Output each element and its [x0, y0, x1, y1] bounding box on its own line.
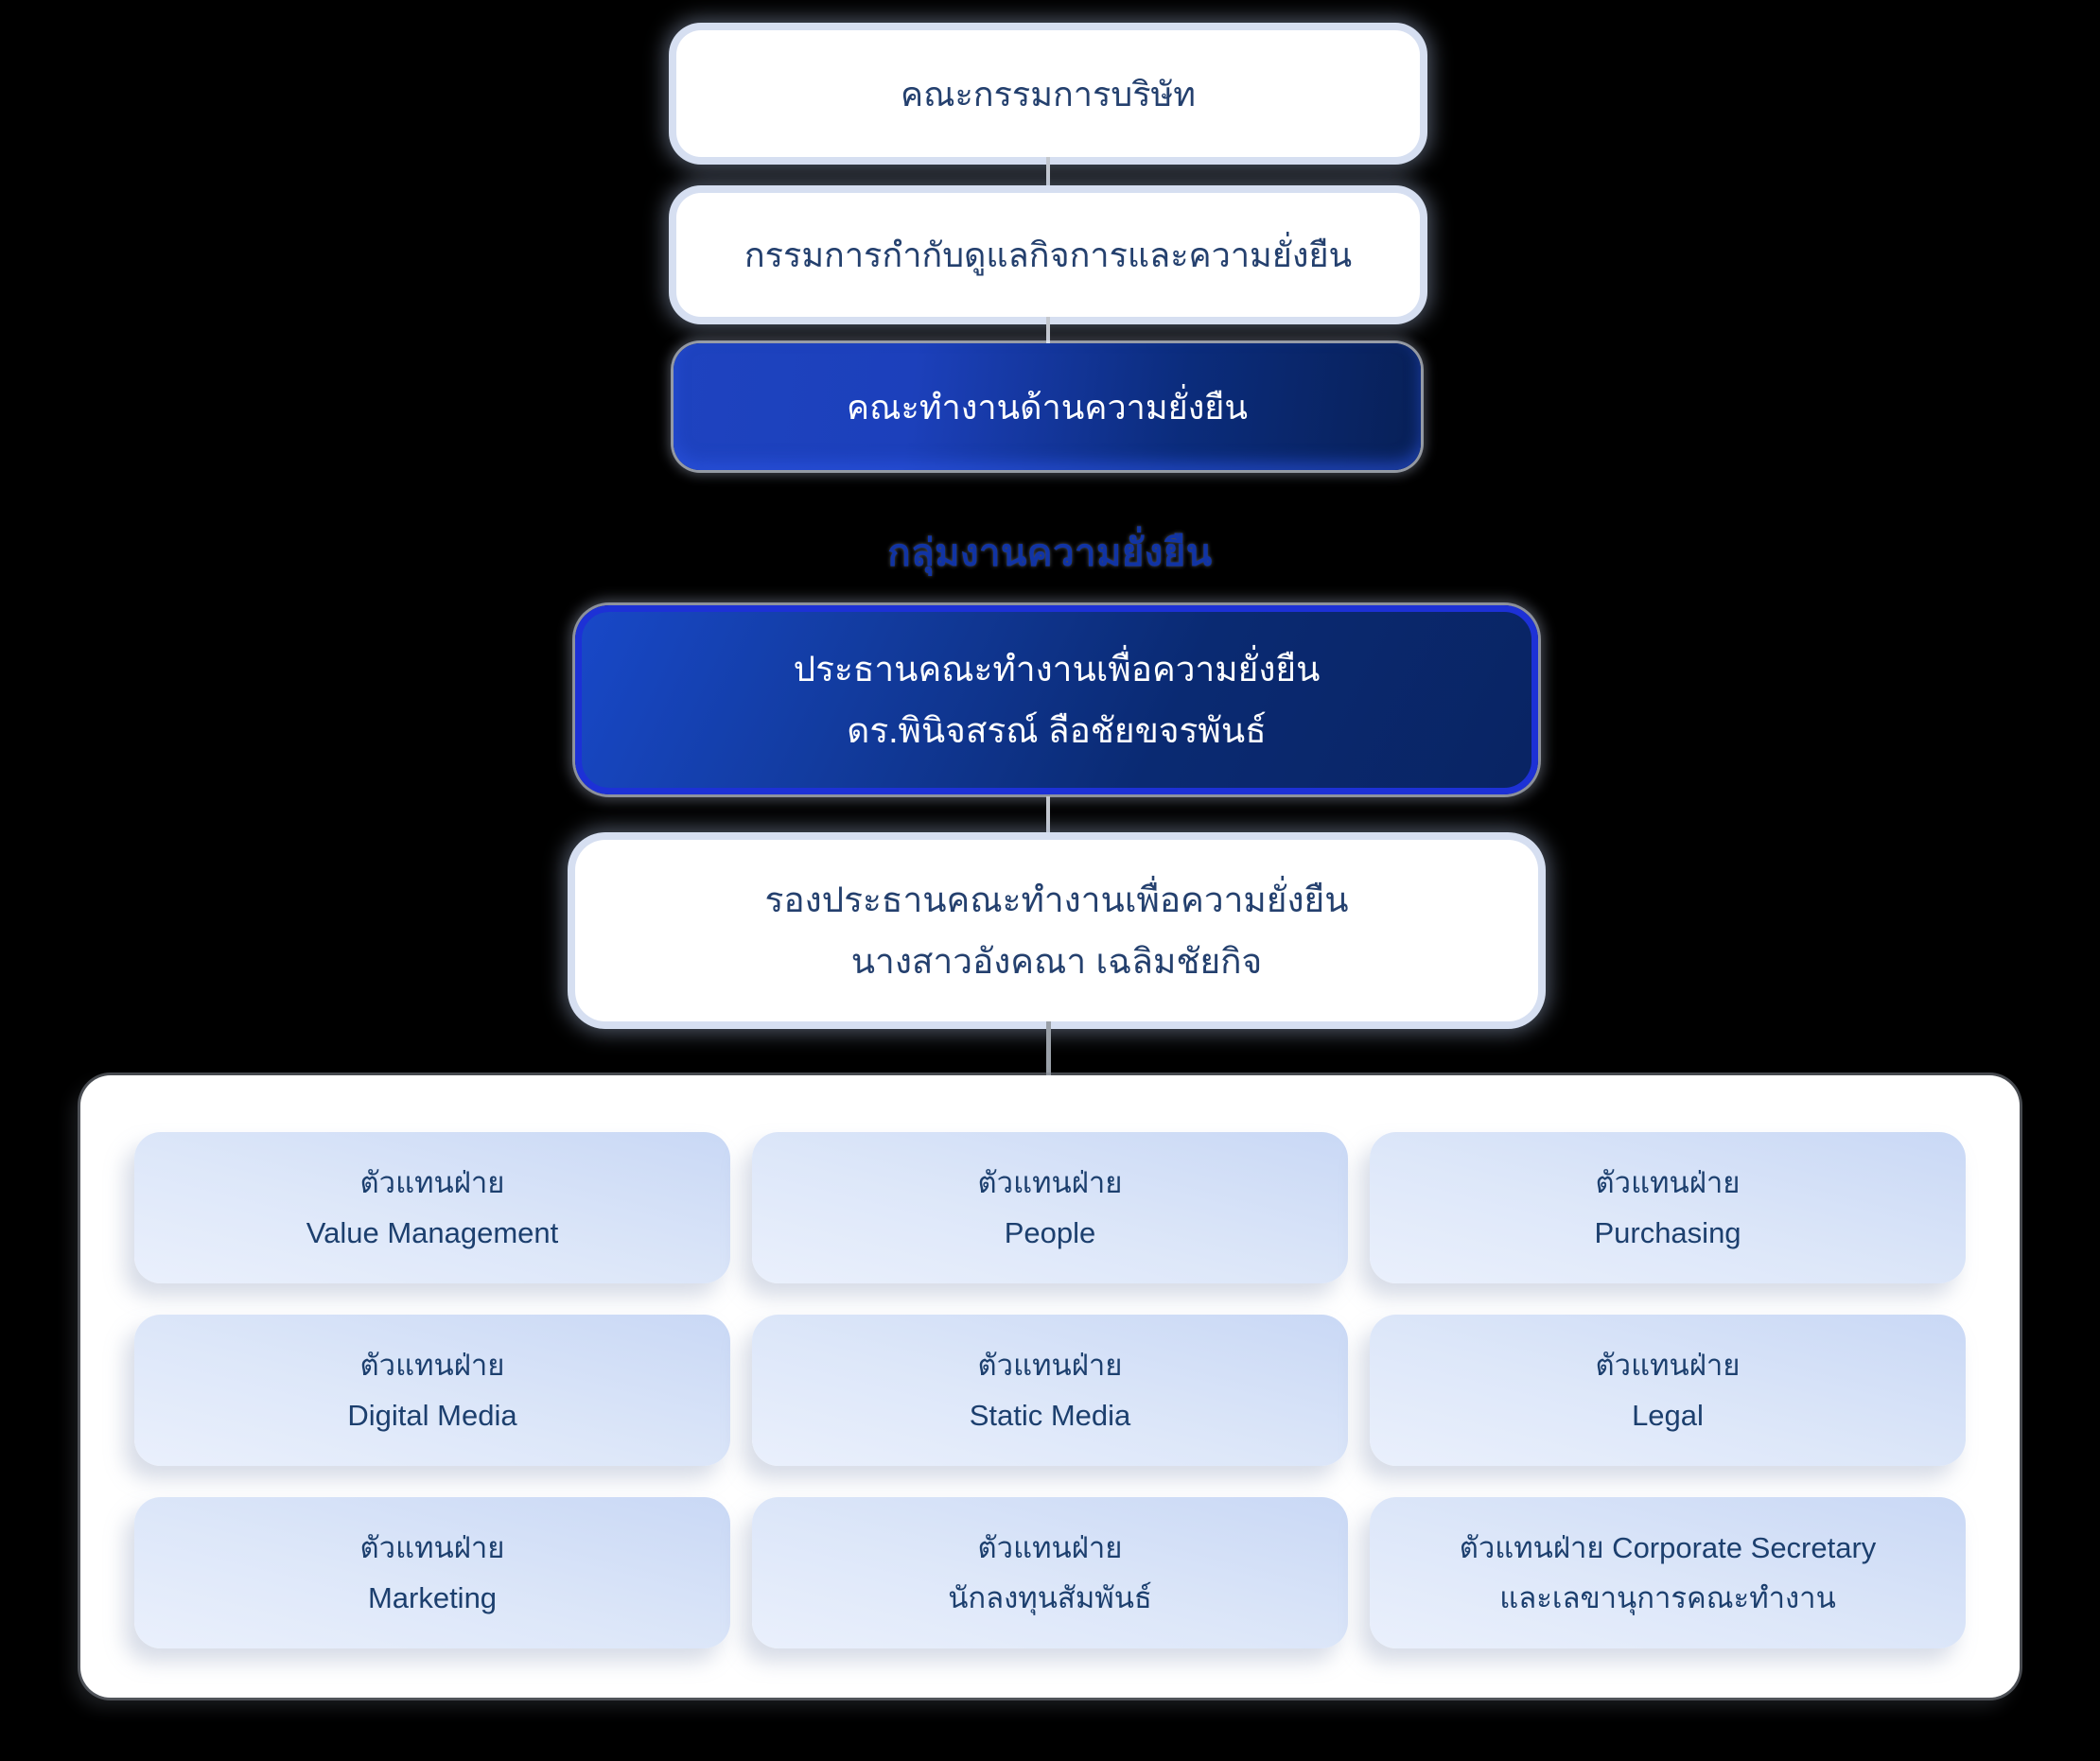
rep-label: Legal: [1632, 1399, 1704, 1432]
rep-label: People: [1004, 1216, 1096, 1249]
rep-label: Value Management: [306, 1216, 559, 1249]
rep-box-legal: ตัวแทนฝ่าย Legal: [1370, 1315, 1966, 1466]
rep-box-investor-relations: ตัวแทนฝ่าย นักลงทุนสัมพันธ์: [752, 1497, 1348, 1648]
working-group-label: คณะทำงานด้านความยั่งยืน: [847, 387, 1248, 427]
rep-label: และเลขานุการคณะทำงาน: [1499, 1581, 1836, 1614]
connector-line-4: [1046, 1021, 1051, 1076]
connector-line-1: [1046, 157, 1050, 193]
rep-label: นักลงทุนสัมพันธ์: [948, 1581, 1152, 1614]
group-label: กลุ่มงานความยั่งยืน: [887, 532, 1213, 574]
board-box: คณะกรรมการบริษัท: [676, 30, 1420, 157]
vice-chairman-name: นางสาวอังคณา เฉลิมชัยกิจ: [850, 942, 1263, 981]
rep-label: ตัวแทนฝ่าย: [977, 1166, 1123, 1199]
rep-box-marketing: ตัวแทนฝ่าย Marketing: [134, 1497, 730, 1648]
governance-label: กรรมการกำกับดูแลกิจการและความยั่งยืน: [744, 235, 1353, 274]
rep-label: ตัวแทนฝ่าย: [977, 1531, 1123, 1564]
rep-label: ตัวแทนฝ่าย: [1595, 1349, 1741, 1382]
chairman-name: ดร.พินิจสรณ์ ลือชัยขจรพันธ์: [847, 711, 1267, 750]
rep-label: Static Media: [969, 1399, 1131, 1432]
governance-box: กรรมการกำกับดูแลกิจการและความยั่งยืน: [676, 193, 1420, 317]
rep-box-corporate-secretary: ตัวแทนฝ่าย Corporate Secretary และเลขานุ…: [1370, 1497, 1966, 1648]
rep-box-purchasing: ตัวแทนฝ่าย Purchasing: [1370, 1132, 1966, 1283]
rep-label: ตัวแทนฝ่าย: [359, 1349, 505, 1382]
connector-line-3: [1046, 796, 1050, 840]
rep-box-digital-media: ตัวแทนฝ่าย Digital Media: [134, 1315, 730, 1466]
rep-box-value-management: ตัวแทนฝ่าย Value Management: [134, 1132, 730, 1283]
vice-chairman-title: รองประธานคณะทำงานเพื่อความยั่งยืน: [764, 880, 1349, 919]
rep-label: Marketing: [367, 1581, 498, 1614]
rep-label: ตัวแทนฝ่าย: [359, 1531, 505, 1564]
rep-label: Digital Media: [347, 1399, 517, 1432]
rep-label: Purchasing: [1594, 1216, 1741, 1249]
rep-label: ตัวแทนฝ่าย Corporate Secretary: [1459, 1531, 1877, 1564]
rep-box-people: ตัวแทนฝ่าย People: [752, 1132, 1348, 1283]
connector-line-2: [1046, 317, 1050, 343]
working-group-box: คณะทำงานด้านความยั่งยืน: [674, 343, 1421, 470]
chairman-title: ประธานคณะทำงานเพื่อความยั่งยืน: [793, 650, 1321, 689]
representatives-panel: ตัวแทนฝ่าย Value Management ตัวแทนฝ่าย P…: [80, 1075, 2020, 1698]
board-label: คณะกรรมการบริษัท: [900, 74, 1196, 113]
vice-chairman-box: รองประธานคณะทำงานเพื่อความยั่งยืน นางสาว…: [575, 840, 1538, 1021]
rep-box-static-media: ตัวแทนฝ่าย Static Media: [752, 1315, 1348, 1466]
rep-label: ตัวแทนฝ่าย: [977, 1349, 1123, 1382]
chairman-box: ประธานคณะทำงานเพื่อความยั่งยืน ดร.พินิจส…: [575, 605, 1538, 794]
rep-label: ตัวแทนฝ่าย: [1595, 1166, 1741, 1199]
rep-label: ตัวแทนฝ่าย: [359, 1166, 505, 1199]
